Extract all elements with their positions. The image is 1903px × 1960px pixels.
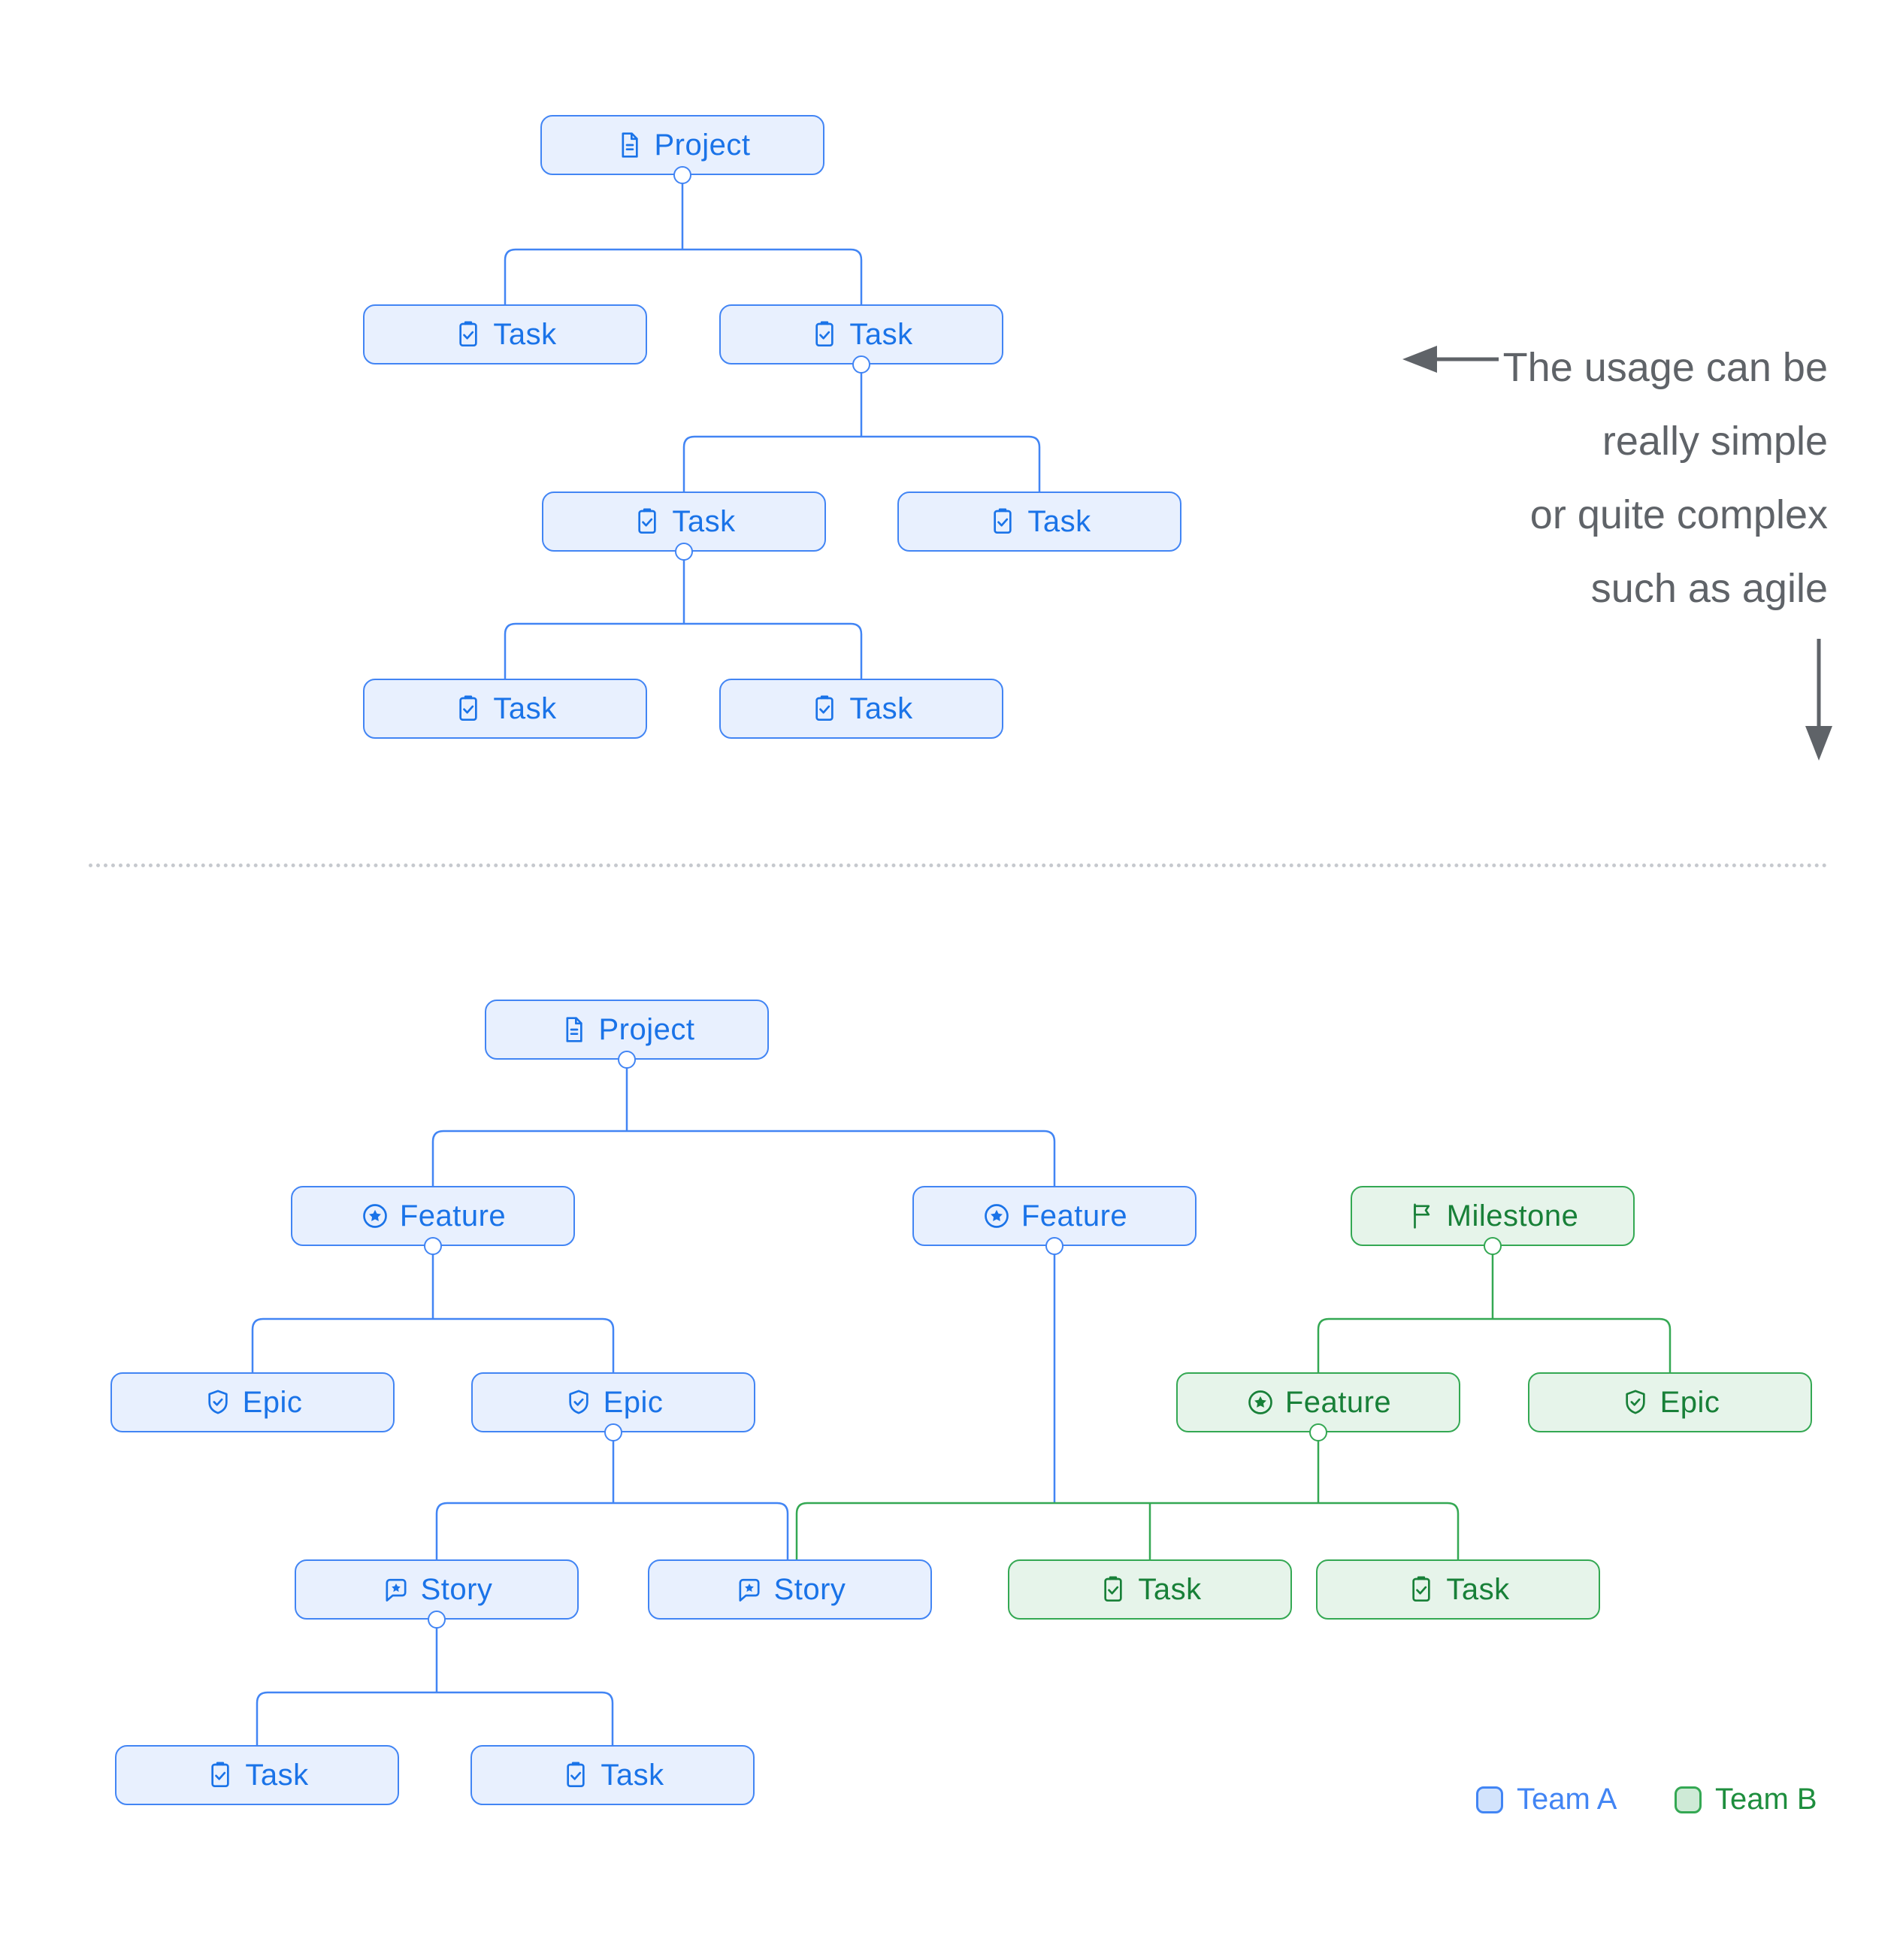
node-label: Story: [773, 1572, 846, 1606]
shield-check-icon: [203, 1387, 233, 1417]
node-label: Feature: [1021, 1199, 1128, 1233]
clipboard-check-icon: [453, 319, 483, 349]
connector-dot: [618, 1051, 636, 1069]
team-b-swatch: [1675, 1786, 1702, 1813]
node-task: Task: [363, 304, 647, 364]
flag-icon: [1407, 1201, 1437, 1231]
clipboard-check-icon: [988, 507, 1018, 537]
connector-dot: [428, 1611, 446, 1629]
node-label: Task: [672, 504, 736, 538]
clipboard-check-icon: [632, 507, 662, 537]
legend-team-b: Team B: [1675, 1783, 1817, 1816]
node-label: Task: [849, 691, 913, 725]
star-circle-icon: [360, 1201, 390, 1231]
node-label: Epic: [1659, 1385, 1720, 1419]
left-arrow-head: [1402, 346, 1437, 373]
node-feature: Feature: [1176, 1372, 1460, 1432]
node-task: Task: [719, 304, 1003, 364]
node-label: Task: [1138, 1572, 1202, 1606]
connector-dot: [1484, 1237, 1502, 1255]
connector-dot: [1045, 1237, 1063, 1255]
connector-dot: [852, 355, 870, 374]
connector-dot: [1309, 1423, 1327, 1441]
node-project: Project: [540, 115, 824, 175]
legend-label: Team A: [1517, 1783, 1617, 1816]
document-icon: [615, 130, 645, 160]
node-label: Project: [654, 128, 751, 162]
node-label: Task: [1027, 504, 1091, 538]
node-project: Project: [485, 1000, 769, 1060]
team-a-swatch: [1476, 1786, 1503, 1813]
node-epic: Epic: [471, 1372, 755, 1432]
simple-tree-edges: [504, 175, 1041, 679]
node-label: Task: [849, 317, 913, 351]
node-milestone: Milestone: [1351, 1186, 1635, 1246]
annotation-line: such as agile: [1590, 566, 1828, 611]
node-task: Task: [897, 492, 1181, 552]
connector-dot: [673, 166, 691, 184]
clipboard-check-icon: [809, 694, 840, 724]
node-epic: Epic: [1528, 1372, 1812, 1432]
node-label: Feature: [1284, 1385, 1392, 1419]
node-label: Epic: [603, 1385, 664, 1419]
node-task: Task: [1008, 1559, 1292, 1620]
shield-check-icon: [1620, 1387, 1650, 1417]
annotation-text: The usage can be really simple or quite …: [1503, 331, 1828, 625]
node-label: Task: [493, 691, 557, 725]
node-task: Task: [542, 492, 826, 552]
clipboard-check-icon: [561, 1760, 591, 1790]
node-feature: Feature: [291, 1186, 575, 1246]
node-story: Story: [648, 1559, 932, 1620]
node-epic: Epic: [110, 1372, 395, 1432]
annotation-line: really simple: [1602, 419, 1828, 464]
node-feature: Feature: [912, 1186, 1197, 1246]
node-label: Story: [420, 1572, 493, 1606]
story-bubble-icon: [734, 1574, 764, 1605]
star-circle-icon: [1245, 1387, 1275, 1417]
legend-label: Team B: [1715, 1783, 1817, 1816]
node-task: Task: [1316, 1559, 1600, 1620]
shield-check-icon: [564, 1387, 594, 1417]
clipboard-check-icon: [1098, 1574, 1128, 1605]
node-label: Milestone: [1446, 1199, 1579, 1233]
down-arrow-head: [1805, 726, 1832, 761]
node-task: Task: [363, 679, 647, 739]
clipboard-check-icon: [453, 694, 483, 724]
clipboard-check-icon: [809, 319, 840, 349]
node-label: Project: [598, 1012, 695, 1046]
legend-team-a: Team A: [1476, 1783, 1617, 1816]
connector-dot: [675, 543, 693, 561]
connector-dot: [604, 1423, 622, 1441]
complex-tree-edges-team-b: [795, 1246, 1672, 1559]
node-label: Feature: [399, 1199, 507, 1233]
node-task: Task: [115, 1745, 399, 1805]
annotation-line: or quite complex: [1529, 492, 1828, 537]
node-label: Epic: [242, 1385, 303, 1419]
node-label: Task: [1446, 1572, 1510, 1606]
complex-tree-edges-team-a: [251, 1060, 1056, 1745]
annotation-arrows: [1402, 346, 1832, 761]
node-task: Task: [470, 1745, 755, 1805]
connector-dot: [424, 1237, 442, 1255]
section-divider: [89, 864, 1828, 867]
node-label: Task: [601, 1758, 664, 1792]
node-label: Task: [493, 317, 557, 351]
clipboard-check-icon: [1406, 1574, 1436, 1605]
story-bubble-icon: [381, 1574, 411, 1605]
clipboard-check-icon: [205, 1760, 235, 1790]
star-circle-icon: [982, 1201, 1012, 1231]
annotation-line: The usage can be: [1502, 345, 1828, 390]
node-task: Task: [719, 679, 1003, 739]
node-label: Task: [245, 1758, 309, 1792]
document-icon: [559, 1015, 589, 1045]
